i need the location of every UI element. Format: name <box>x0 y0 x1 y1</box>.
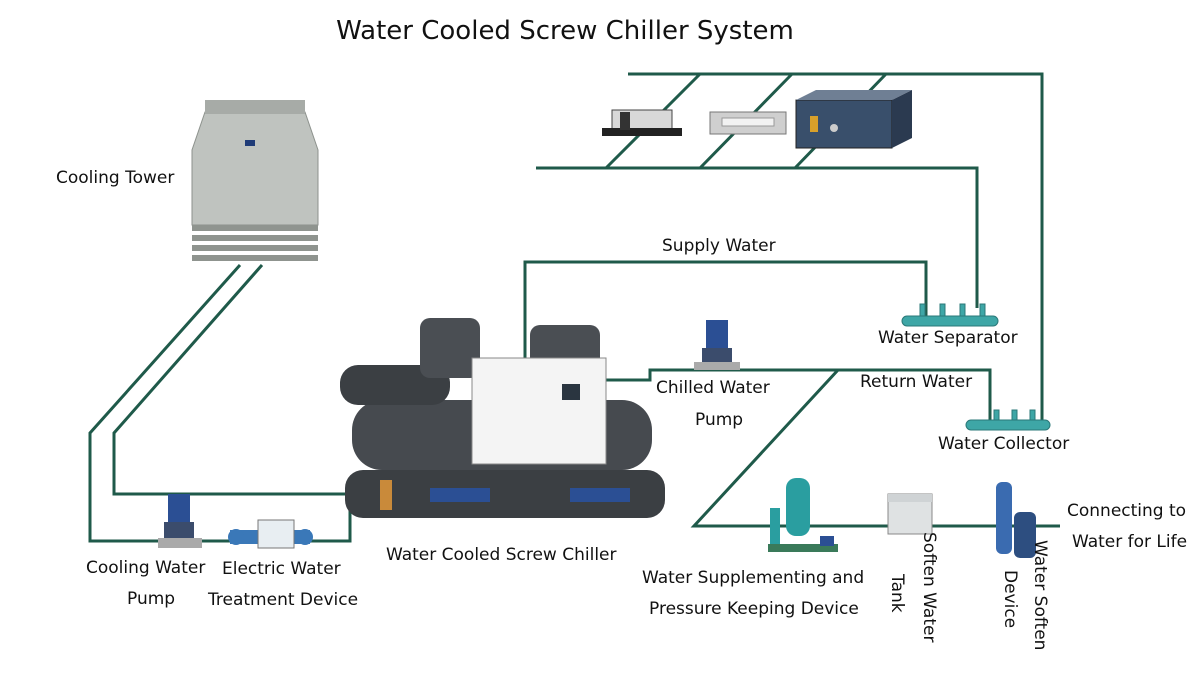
water-separator-icon <box>901 303 999 327</box>
supply-header-pipe <box>536 166 979 308</box>
electric-treatment-label-line2: Treatment Device <box>208 590 359 610</box>
return-water-pipe <box>600 368 992 420</box>
diagram-title: Water Cooled Screw Chiller System <box>336 16 794 46</box>
tower-pipe-b <box>112 264 350 496</box>
water-separator-label: Water Separator <box>878 328 1018 348</box>
connect-label-line1: Connecting to <box>1067 501 1187 521</box>
water-collector-label: Water Collector <box>938 434 1070 454</box>
connect-label-line2: Water for Life <box>1072 532 1188 552</box>
water-collector-icon <box>965 409 1051 431</box>
supplementing-label-line1: Water Supplementing and <box>642 568 865 588</box>
chiller-icon <box>340 318 665 518</box>
soften-tank-icon <box>887 493 933 535</box>
makeup-pipe <box>690 368 1060 528</box>
supplementing-label-line2: Pressure Keeping Device <box>649 599 859 619</box>
soften-device-label-line1: Water Soften <box>1030 540 1050 651</box>
air-handler-icon <box>795 90 912 149</box>
supply-water-label: Supply Water <box>662 236 776 256</box>
electric-treatment-icon <box>228 519 313 549</box>
supplementing-device-icon <box>768 478 838 552</box>
fan-coil-unit-icon <box>602 109 682 136</box>
soften-device-label-line2: Device <box>1000 570 1020 629</box>
soften-tank-label-line2: Tank <box>887 574 907 613</box>
tower-pipe-a <box>88 264 352 543</box>
chiller-label: Water Cooled Screw Chiller <box>386 545 617 565</box>
cooling-pump-label-line2: Pump <box>127 589 176 609</box>
cassette-unit-icon <box>709 111 787 135</box>
cooling-tower-icon <box>191 100 319 261</box>
cooling-pump-icon <box>158 494 202 548</box>
chilled-pump-label-line1: Chilled Water <box>656 378 770 398</box>
return-water-label: Return Water <box>860 372 973 392</box>
chilled-pump-label-line2: Pump <box>695 410 744 430</box>
return-header-pipe <box>628 72 1044 420</box>
cooling-tower-label: Cooling Tower <box>56 168 175 188</box>
cooling-pump-label-line1: Cooling Water <box>86 558 206 578</box>
soften-tank-label-line1: Soften Water <box>919 532 939 643</box>
softener-icon <box>996 482 1036 558</box>
electric-treatment-label-line1: Electric Water <box>222 559 341 579</box>
chilled-pump-icon <box>694 320 740 370</box>
